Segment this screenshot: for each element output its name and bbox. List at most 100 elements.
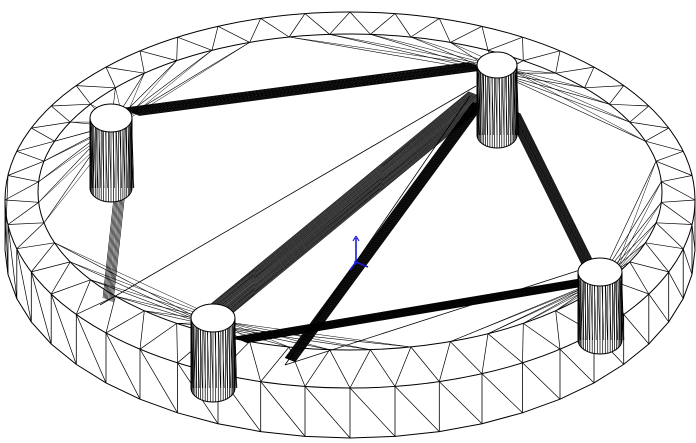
post-fan-line bbox=[496, 72, 646, 142]
side-wall-diagonal bbox=[260, 381, 306, 437]
ribbon-line bbox=[511, 109, 590, 268]
annulus-edge bbox=[16, 140, 55, 152]
annulus-edge bbox=[249, 341, 262, 382]
ribbon-line bbox=[289, 103, 478, 360]
triangulation-fans bbox=[38, 34, 662, 366]
post-facet-line bbox=[90, 126, 93, 189]
ribbon-line bbox=[111, 191, 125, 302]
post-3[interactable] bbox=[577, 257, 625, 355]
post-fan-line bbox=[70, 261, 214, 327]
annulus-diagonal bbox=[105, 310, 145, 334]
post-facet-line bbox=[601, 280, 605, 341]
ribbon-line bbox=[291, 104, 480, 361]
annulus-edge bbox=[139, 310, 145, 350]
ribbon-line bbox=[132, 66, 481, 114]
ribbon-line bbox=[285, 102, 475, 359]
post-facet-line bbox=[98, 126, 102, 189]
ribbon-line bbox=[294, 105, 484, 363]
annulus-diagonal bbox=[16, 150, 45, 162]
post-facet-line bbox=[485, 72, 488, 136]
post-facet-line bbox=[513, 72, 516, 136]
annulus-edge bbox=[75, 279, 91, 315]
post-fan-line bbox=[508, 68, 610, 105]
annulus-edge bbox=[661, 199, 696, 203]
side-wall-diagonal bbox=[75, 314, 107, 384]
annulus-diagonal bbox=[31, 127, 55, 142]
annulus-diagonal bbox=[450, 25, 483, 43]
annulus-edge bbox=[349, 11, 371, 35]
ribbon-line bbox=[134, 67, 483, 114]
ribbon-line bbox=[519, 113, 599, 272]
ribbon-line bbox=[125, 64, 474, 111]
ribbon-line bbox=[292, 104, 481, 362]
ribbon-line bbox=[243, 282, 589, 342]
annulus-edge bbox=[7, 160, 45, 176]
annulus-edge bbox=[329, 349, 351, 389]
ribbon-line bbox=[212, 92, 473, 308]
side-wall-diagonal bbox=[16, 248, 32, 322]
annulus-edge bbox=[629, 105, 650, 123]
annulus-edge bbox=[555, 50, 561, 74]
ribbon-line bbox=[211, 92, 473, 308]
post-facet-line bbox=[590, 280, 593, 341]
ribbon-line bbox=[246, 284, 593, 344]
post-fan-line bbox=[226, 321, 411, 348]
coordinate-triad-icon[interactable] bbox=[349, 235, 369, 271]
ribbon-line bbox=[508, 108, 587, 267]
annulus-diagonal bbox=[105, 66, 116, 88]
post-facet-line bbox=[510, 72, 514, 136]
ribbon-line bbox=[225, 98, 486, 313]
post-facet-line bbox=[116, 126, 119, 189]
annulus-edge bbox=[304, 13, 330, 35]
annulus-edge bbox=[31, 242, 55, 273]
annulus-edge bbox=[645, 242, 684, 250]
ribbon-line bbox=[229, 99, 490, 315]
side-wall-diagonal bbox=[691, 224, 696, 251]
annulus-edge bbox=[438, 18, 451, 43]
post-facet-line bbox=[95, 126, 99, 189]
ribbon-line bbox=[107, 189, 120, 300]
annulus-diagonal bbox=[410, 18, 440, 38]
ribbon-line bbox=[104, 188, 118, 299]
side-wall-diagonal bbox=[349, 387, 396, 437]
side-wall-diagonal bbox=[304, 386, 351, 439]
annulus-diagonal bbox=[555, 66, 595, 74]
annulus-diagonal bbox=[139, 323, 177, 350]
post-fan-line bbox=[508, 68, 630, 123]
post-1[interactable] bbox=[89, 103, 135, 203]
disc-rim bbox=[4, 11, 696, 439]
annulus-diagonal bbox=[50, 105, 71, 123]
ribbon-line bbox=[218, 95, 480, 310]
annulus-edge bbox=[176, 323, 178, 363]
ribbon-line bbox=[518, 112, 598, 272]
annulus-diagonal bbox=[288, 13, 306, 38]
ribbon-line bbox=[137, 68, 486, 116]
annulus-diagonal bbox=[51, 279, 91, 295]
side-wall-diagonal bbox=[668, 271, 684, 299]
annulus-edge bbox=[105, 66, 145, 74]
ribbon-line bbox=[124, 63, 473, 110]
ribbon-line bbox=[228, 99, 489, 314]
triad-x-axis bbox=[355, 261, 369, 268]
post-fan-line bbox=[289, 36, 498, 74]
ribbon-line bbox=[221, 96, 483, 312]
annulus-diagonal bbox=[260, 346, 290, 382]
ribbon-line bbox=[121, 62, 470, 109]
ribbon-line bbox=[131, 66, 481, 114]
post-2[interactable] bbox=[476, 51, 520, 149]
annulus-edge bbox=[7, 202, 39, 225]
post-top-face bbox=[577, 257, 623, 287]
annulus-edge bbox=[410, 346, 440, 382]
post-4[interactable] bbox=[190, 303, 238, 403]
annulus-diagonal bbox=[645, 140, 684, 152]
ribbon-line bbox=[110, 191, 124, 302]
post-facet-line bbox=[197, 326, 200, 389]
ribbon-line bbox=[220, 96, 482, 311]
ribbon-line bbox=[293, 105, 483, 362]
ribbon-line bbox=[509, 109, 589, 268]
post-facet-line bbox=[192, 326, 196, 389]
ribbon-line bbox=[219, 95, 480, 311]
ribbon-line bbox=[291, 104, 481, 362]
triad-origin bbox=[354, 260, 358, 264]
